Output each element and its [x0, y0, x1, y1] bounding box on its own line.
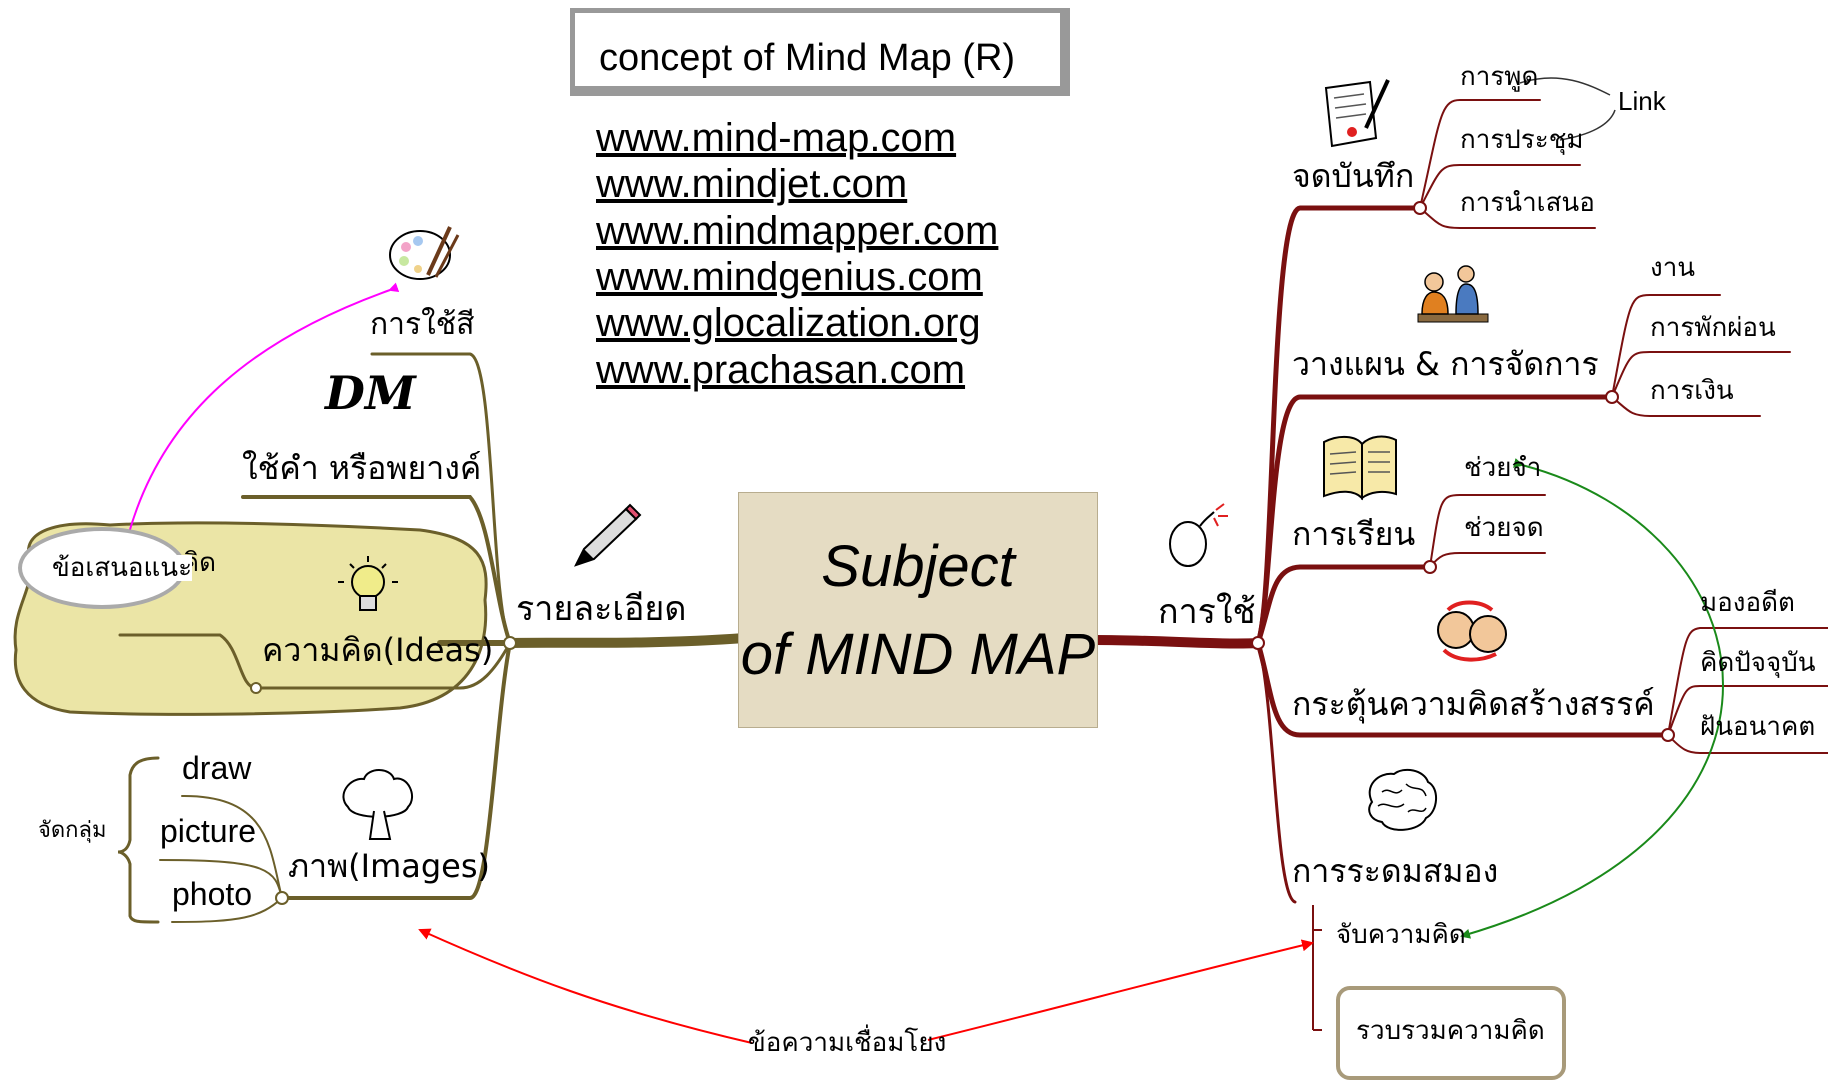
- central-topic-line1: Subject: [821, 534, 1015, 599]
- money-label: การเงิน: [1650, 376, 1734, 406]
- right-root-label: การใช้: [1158, 592, 1256, 632]
- future-label: ฝันอนาคต: [1700, 712, 1816, 742]
- brainstorm-label: การระดมสมอง: [1292, 852, 1499, 890]
- capture-label: จับความคิด: [1336, 920, 1466, 950]
- left-hub-node: [503, 636, 517, 650]
- document-pen-icon: [1324, 79, 1390, 148]
- past-label: มองอดีต: [1700, 588, 1795, 618]
- link-mindjet[interactable]: www.mindjet.com: [596, 162, 908, 206]
- photo-label: photo: [172, 876, 253, 912]
- lightbulb-icon: [338, 556, 398, 611]
- present-time-label: คิดปัจจุบัน: [1700, 648, 1816, 678]
- meeting-people-icon: [1417, 265, 1489, 323]
- link-annotation-label: Link: [1618, 86, 1666, 116]
- note-label: ช่วยจด: [1464, 513, 1544, 543]
- creative-label: กระตุ้นความคิดสร้างสรรค์: [1292, 685, 1655, 723]
- concept-title-box: concept of Mind Map (R): [570, 8, 1070, 96]
- red-link-arrow-left: [418, 928, 753, 1044]
- left-root-label: รายละเอียด: [516, 589, 687, 629]
- green-link-arrow: [1460, 458, 1724, 939]
- link-glocalization[interactable]: www.glocalization.org: [596, 301, 981, 345]
- link-mindgenius[interactable]: www.mindgenius.com: [596, 255, 983, 299]
- color-usage-label: การใช้สี: [370, 307, 475, 342]
- magenta-link-arrow: [118, 282, 400, 564]
- central-topic: Subject of MIND MAP: [738, 492, 1098, 728]
- pencil-icon: [574, 503, 642, 567]
- concept-title: concept of Mind Map (R): [599, 37, 1016, 79]
- notes-label: จดบันทึก: [1292, 157, 1415, 195]
- dm-icon: DM: [325, 366, 416, 420]
- memo-label: ช่วยจำ: [1464, 453, 1542, 483]
- images-label: ภาพ(Images): [288, 847, 491, 885]
- ideas-node: [250, 682, 262, 694]
- ideas-label: ความคิด(Ideas): [262, 631, 494, 669]
- link-prachasan[interactable]: www.prachasan.com: [596, 348, 966, 392]
- words-label: ใช้คำ หรือพยางค์: [242, 449, 482, 487]
- learn-label: การเรียน: [1292, 515, 1416, 553]
- palette-icon: [389, 226, 460, 280]
- suggestion-label: ข้อเสนอแนะ: [52, 553, 193, 583]
- red-link-arrow-right: [927, 939, 1314, 1041]
- rest-label: การพักผ่อน: [1650, 313, 1776, 343]
- picture-label: picture: [160, 813, 257, 849]
- right-hub-node: [1251, 636, 1265, 650]
- book-icon: [1323, 435, 1397, 501]
- left-branches: [117, 352, 750, 924]
- collect-label: รวบรวมความคิด: [1356, 1016, 1545, 1046]
- group-label: จัดกลุ่ม: [38, 818, 107, 843]
- draw-label: draw: [182, 750, 252, 786]
- work-label: งาน: [1650, 253, 1696, 283]
- right-branches: [1090, 99, 1828, 904]
- link-mind-map[interactable]: www.mind-map.com: [596, 116, 957, 160]
- tree-icon: [342, 769, 413, 840]
- plan-label: วางแผน & การจัดการ: [1292, 345, 1599, 383]
- meeting-label: การประชุม: [1460, 125, 1584, 155]
- thinking-faces-icon: [1437, 600, 1507, 662]
- present-label: การนำเสนอ: [1460, 188, 1595, 218]
- link-mindmapper[interactable]: www.mindmapper.com: [596, 209, 999, 253]
- brain-icon: [1368, 768, 1437, 831]
- images-node: [275, 891, 289, 905]
- bomb-icon: [1169, 503, 1228, 567]
- collect-box: [1336, 986, 1566, 1080]
- central-topic-line2: of MIND MAP: [740, 622, 1096, 687]
- speak-label: การพูด: [1460, 62, 1539, 92]
- connect-label: ข้อความเชื่อมโยง: [748, 1028, 947, 1058]
